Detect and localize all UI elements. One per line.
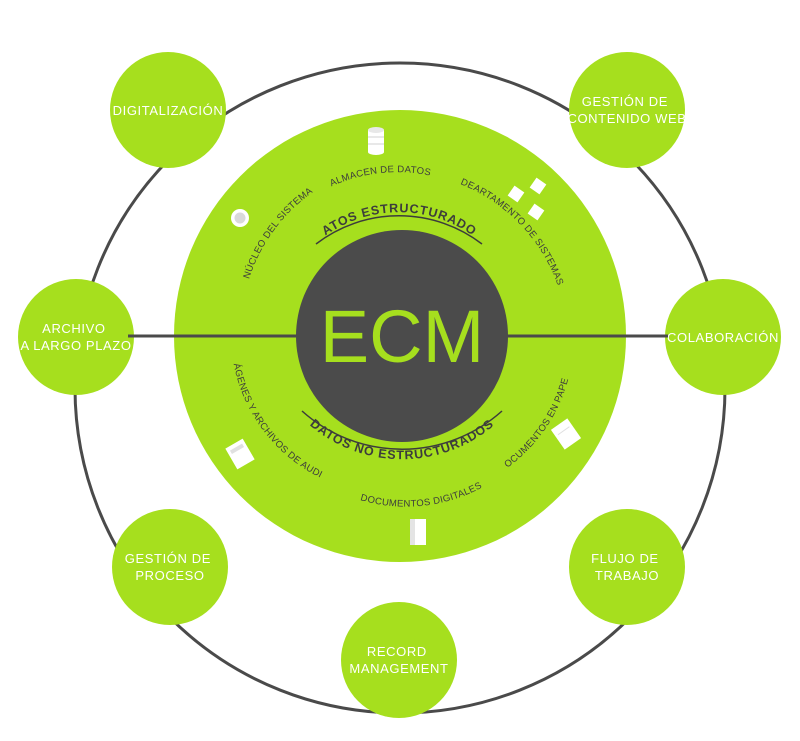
core-circle bbox=[296, 230, 508, 442]
node-record-management: RECORD MANAGEMENT bbox=[341, 602, 457, 718]
node-label-line-2: MANAGEMENT bbox=[349, 661, 448, 676]
node-label-line-1: ARCHIVO bbox=[42, 321, 105, 336]
database-icon bbox=[368, 127, 384, 155]
node-flujo-trabajo: FLUJO DE TRABAJO bbox=[569, 509, 685, 625]
svg-text:FLUJO DE TRABAJO: FLUJO DE TRABAJO bbox=[591, 551, 663, 583]
image-icon bbox=[225, 438, 255, 470]
node-label-line-1: RECORD bbox=[367, 644, 427, 659]
node-label-line-2: PROCESO bbox=[135, 568, 204, 583]
paper-icon bbox=[550, 418, 582, 450]
node-gestion-proceso: GESTIÓN DE PROCESO bbox=[112, 509, 228, 625]
node-label-line-2: CONTENIDO WEB bbox=[567, 111, 686, 126]
svg-text:RECORD MANAGEMENT: RECORD MANAGEMENT bbox=[349, 644, 448, 676]
svg-text:COLABORACIÓN: COLABORACIÓN bbox=[667, 330, 779, 345]
node-label-line-1: FLUJO DE bbox=[591, 551, 659, 566]
node-label-line-1: GESTIÓN DE bbox=[582, 94, 668, 109]
node-digitalizacion: DIGITALIZACIÓN bbox=[110, 52, 226, 168]
node-label-line-2: A LARGO PLAZO bbox=[20, 338, 131, 353]
structured-title-underline bbox=[315, 215, 483, 245]
ecm-title: ECM bbox=[320, 295, 484, 378]
node-colaboracion: COLABORACIÓN bbox=[665, 279, 781, 395]
boxes-icon bbox=[507, 177, 547, 221]
node-label-line-1: GESTIÓN DE bbox=[125, 551, 211, 566]
document-icon bbox=[410, 519, 426, 545]
svg-text:GESTIÓN DE PROCESO: GESTIÓN DE PROCESO bbox=[125, 551, 215, 583]
node-gestion-contenido-web: GESTIÓN DE CONTENIDO WEB bbox=[567, 52, 686, 168]
node-label-line-1: COLABORACIÓN bbox=[667, 330, 779, 345]
node-label-line-2: TRABAJO bbox=[595, 568, 659, 583]
node-label-line-1: DIGITALIZACIÓN bbox=[113, 103, 224, 118]
circle-icon bbox=[231, 209, 249, 227]
unstructured-title-underline bbox=[301, 410, 503, 450]
svg-text:ARCHIVO A LARGO PLAZO: ARCHIVO A LARGO PLAZO bbox=[20, 321, 131, 353]
node-archivo-largo-plazo: ARCHIVO A LARGO PLAZO bbox=[18, 279, 134, 395]
svg-text:GESTIÓN DE CONTENIDO WEB: GESTIÓN DE CONTENIDO WEB bbox=[567, 94, 686, 126]
svg-text:DIGITALIZACIÓN: DIGITALIZACIÓN bbox=[113, 103, 224, 118]
